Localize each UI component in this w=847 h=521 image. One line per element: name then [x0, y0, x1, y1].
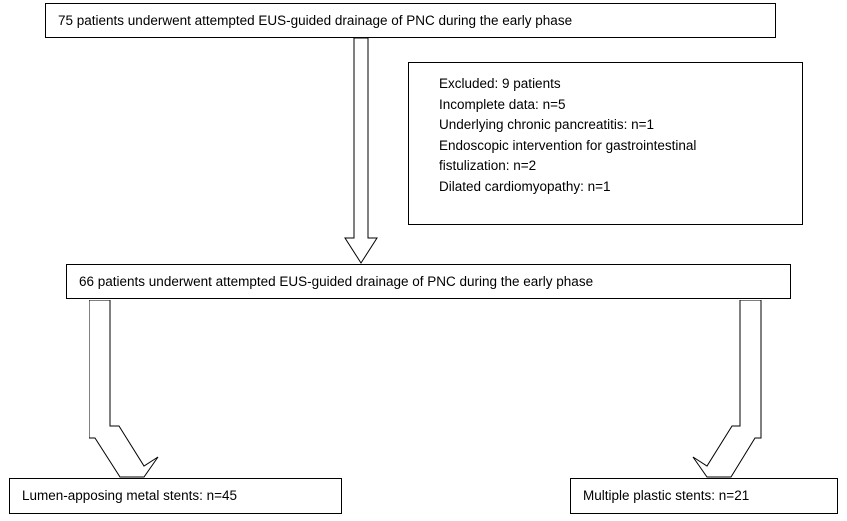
flow-node-right-outcome: Multiple plastic stents: n=21 — [570, 478, 838, 514]
excluded-line-5: fistulization: n=2 — [439, 158, 537, 173]
flow-node-middle-label: 66 patients underwent attempted EUS-guid… — [79, 273, 594, 289]
arrow-top-to-middle-icon — [344, 38, 378, 264]
arrow-middle-to-right-outcome-icon — [692, 300, 762, 478]
excluded-line-4: Endoscopic intervention for gastrointest… — [439, 137, 697, 153]
flow-node-top-label: 75 patients underwent attempted EUS-guid… — [58, 12, 573, 28]
excluded-line-2: Incomplete data: n=5 — [439, 96, 566, 112]
arrow-middle-to-left-outcome-icon — [89, 300, 159, 478]
flow-node-excluded: Excluded: 9 patients Incomplete data: n=… — [408, 62, 803, 225]
flow-node-right-outcome-label: Multiple plastic stents: n=21 — [583, 488, 750, 504]
flow-node-left-outcome: Lumen-apposing metal stents: n=45 — [9, 478, 342, 514]
flow-node-top: 75 patients underwent attempted EUS-guid… — [45, 3, 776, 38]
flow-node-left-outcome-label: Lumen-apposing metal stents: n=45 — [22, 488, 238, 504]
excluded-line-1: Excluded: 9 patients — [439, 76, 561, 91]
flow-node-middle: 66 patients underwent attempted EUS-guid… — [66, 264, 791, 299]
excluded-line-6: Dilated cardiomyopathy: n=1 — [439, 178, 611, 194]
excluded-line-3: Underlying chronic pancreatitis: n=1 — [439, 117, 654, 132]
